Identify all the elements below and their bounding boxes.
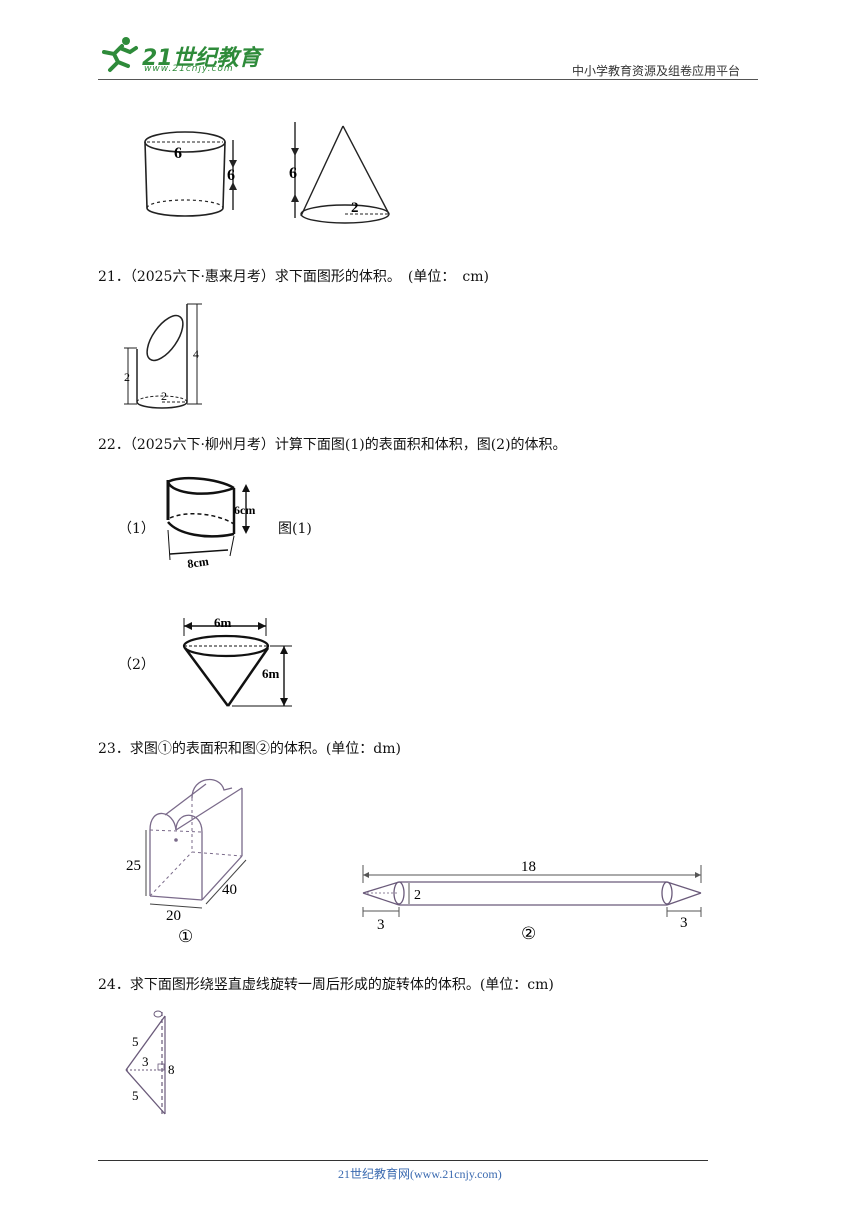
q23-mark-2: ② [521, 924, 536, 943]
question-23: 23．求图①的表面积和图②的体积。(单位：dm) [98, 741, 401, 757]
q23-left-label: 3 [377, 917, 385, 933]
q24-triangle-figure: 5 3 8 5 [125, 1010, 175, 1116]
question-22: 22．（2025六下·柳州月考）计算下面图(1)的表面积和体积，图(2)的体积。 [98, 437, 567, 453]
header: 21世纪教育 www.21cnjy.com 中小学教育资源及组卷应用平台 [0, 0, 860, 80]
q22-height1-label: 6cm [234, 503, 255, 517]
q24-d-label: 5 [132, 1088, 139, 1103]
logo-url: www.21cnjy.com [144, 64, 234, 74]
cone-radius-label: 2 [351, 200, 359, 216]
q22-label-2: （2） [118, 657, 155, 673]
q21-slanted-cylinder: 2 4 2 [124, 303, 202, 409]
footer-divider [98, 1160, 708, 1161]
question-24: 24．求下面图形绕竖直虚线旋转一周后形成的旋转体的体积。(单位：cm) [98, 977, 554, 993]
q23-length-label: 18 [521, 859, 536, 875]
q23-d-label: 40 [222, 882, 237, 898]
q21-right-label: 4 [193, 347, 199, 361]
q21-left-label: 2 [124, 370, 130, 384]
cylinder-top-label: 6 [174, 145, 182, 162]
cylinder-height-label: 6 [227, 167, 235, 184]
q22-label-1: （1） [118, 521, 155, 537]
q22-half-cylinder: 6cm 8cm [166, 476, 255, 571]
q22-inverted-cone: 6m 6m [182, 615, 292, 707]
logo-text: 21世纪教育 [142, 46, 261, 71]
q23-h-label: 25 [126, 858, 141, 874]
q22-caption-1: 图(1) [278, 521, 312, 537]
q22-width1-label: 8cm [186, 554, 209, 571]
q24-a-label: 5 [132, 1034, 139, 1049]
footer-text[interactable]: 21世纪教育网(www.21cnjy.com) [338, 1167, 502, 1181]
q23-figure-2: 18 2 3 3 ② [362, 859, 702, 943]
cone-figure: 6 2 [289, 122, 390, 224]
q23-dia-label: 2 [414, 888, 421, 903]
q22-top2-label: 6m [214, 615, 232, 630]
cylinder-figure: 6 6 [144, 131, 237, 217]
q22-height2-label: 6m [262, 666, 280, 681]
runner-logo-icon [102, 37, 138, 72]
q23-right-label: 3 [680, 915, 688, 931]
question-21: 21．（2025六下·惠来月考）求下面图形的体积。 (单位： cm) [98, 269, 489, 285]
q23-figure-1: 25 20 40 ① [126, 778, 247, 946]
cone-height-label: 6 [289, 165, 297, 182]
q24-b-label: 3 [142, 1054, 149, 1069]
q24-c-label: 8 [168, 1062, 175, 1077]
header-divider [98, 79, 758, 80]
header-right-text: 中小学教育资源及组卷应用平台 [572, 64, 741, 78]
q23-w-label: 20 [166, 908, 181, 924]
q21-bottom-label: 2 [161, 389, 167, 403]
q23-mark-1: ① [178, 927, 193, 946]
